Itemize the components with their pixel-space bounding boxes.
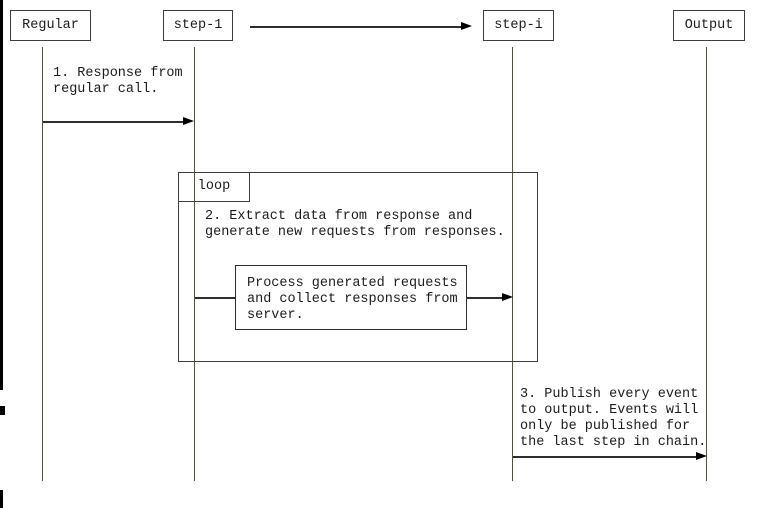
process-note-box: Process generated requests and collect r… (235, 265, 467, 330)
message-1-arrowhead-icon (183, 117, 194, 125)
loop-label-box: loop (179, 173, 250, 202)
window-border-left (0, 0, 3, 390)
message-2-text: 2. Extract data from response and genera… (205, 209, 505, 240)
window-border-left-bottom (0, 490, 3, 508)
chain-arrow-line (250, 26, 461, 28)
actor-label-regular: Regular (22, 17, 79, 33)
actor-box-step-i: step-i (483, 10, 554, 41)
process-arrowhead-icon (502, 293, 513, 301)
lifeline-step-i (512, 47, 514, 481)
actor-box-step-1: step-1 (163, 10, 233, 41)
actor-label-step-i: step-i (494, 17, 543, 33)
message-1-arrow-line (43, 121, 183, 123)
loop-label: loop (197, 179, 231, 194)
lifeline-regular (42, 47, 44, 481)
message-1-text: 1. Response from regular call. (53, 66, 183, 97)
actor-box-output: Output (673, 10, 745, 41)
loop-frame: loop (178, 172, 538, 362)
process-connector-left-line (195, 297, 235, 299)
process-connector-right-line (467, 297, 503, 299)
lifeline-step-1 (194, 47, 196, 481)
actor-label-step-1: step-1 (173, 17, 223, 33)
actor-label-output: Output (684, 17, 734, 33)
lifeline-output (706, 47, 708, 481)
window-border-left-mark (0, 406, 5, 415)
actor-box-regular: Regular (10, 10, 91, 41)
message-3-text: 3. Publish every event to output. Events… (520, 387, 707, 450)
message-3-arrowhead-icon (696, 452, 707, 460)
chain-arrowhead-icon (461, 22, 472, 30)
message-3-arrow-line (513, 456, 697, 458)
